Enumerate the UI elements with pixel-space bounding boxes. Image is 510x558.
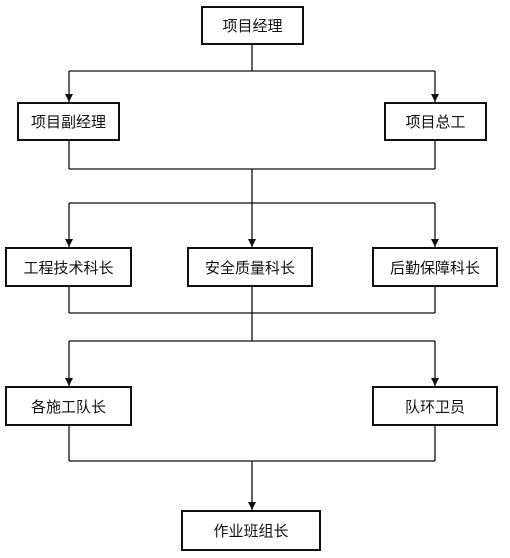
node-project-manager: 项目经理 — [201, 6, 304, 45]
node-logistics-security-chief: 后勤保障科长 — [372, 247, 498, 287]
node-safety-quality-chief: 安全质量科长 — [187, 247, 313, 287]
node-chief-engineer: 项目总工 — [384, 102, 487, 141]
node-team-guards: 队环卫员 — [372, 386, 498, 426]
node-deputy-project-manager: 项目副经理 — [17, 102, 120, 141]
node-construction-team-leaders: 各施工队长 — [5, 386, 132, 426]
node-tech-section-chief: 工程技术科长 — [5, 247, 132, 287]
node-crew-leaders: 作业班组长 — [181, 510, 321, 551]
